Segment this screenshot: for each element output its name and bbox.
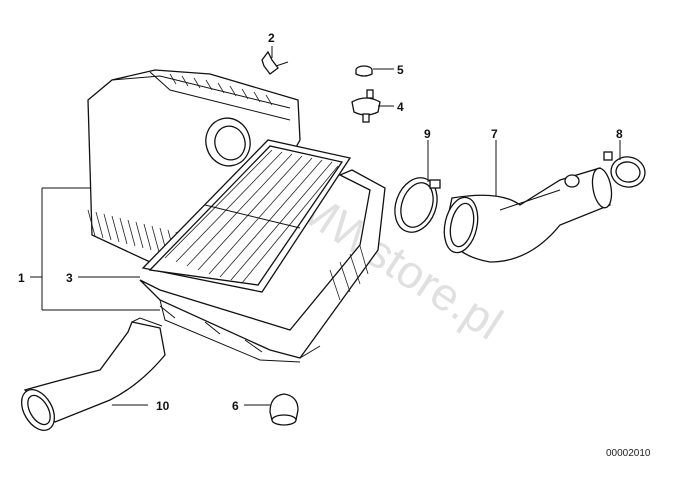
callout-2: 2 [268, 31, 275, 45]
callout-6: 6 [232, 399, 239, 413]
callout-7: 7 [491, 127, 498, 141]
callout-3: 3 [66, 271, 73, 285]
intake-duct-part [443, 167, 613, 263]
reference-code: 00002010 [606, 448, 651, 459]
callout-9: 9 [424, 127, 431, 141]
filter-element [141, 139, 352, 293]
cap-part [269, 393, 299, 426]
callout-10: 10 [156, 399, 170, 413]
leader-lines [30, 46, 621, 406]
hose-clamp-part [394, 177, 441, 233]
rubber-mount-part [351, 89, 381, 123]
callout-labels: 1 2 3 4 5 6 7 8 9 10 [18, 31, 623, 413]
callout-8: 8 [616, 127, 623, 141]
callout-1: 1 [18, 271, 25, 285]
air-inlet-duct-part [20, 317, 166, 431]
callout-4: 4 [397, 100, 404, 114]
callout-5: 5 [397, 63, 404, 77]
nut-part [355, 65, 373, 77]
clip-part [261, 50, 289, 75]
small-clamp-part [603, 151, 646, 188]
